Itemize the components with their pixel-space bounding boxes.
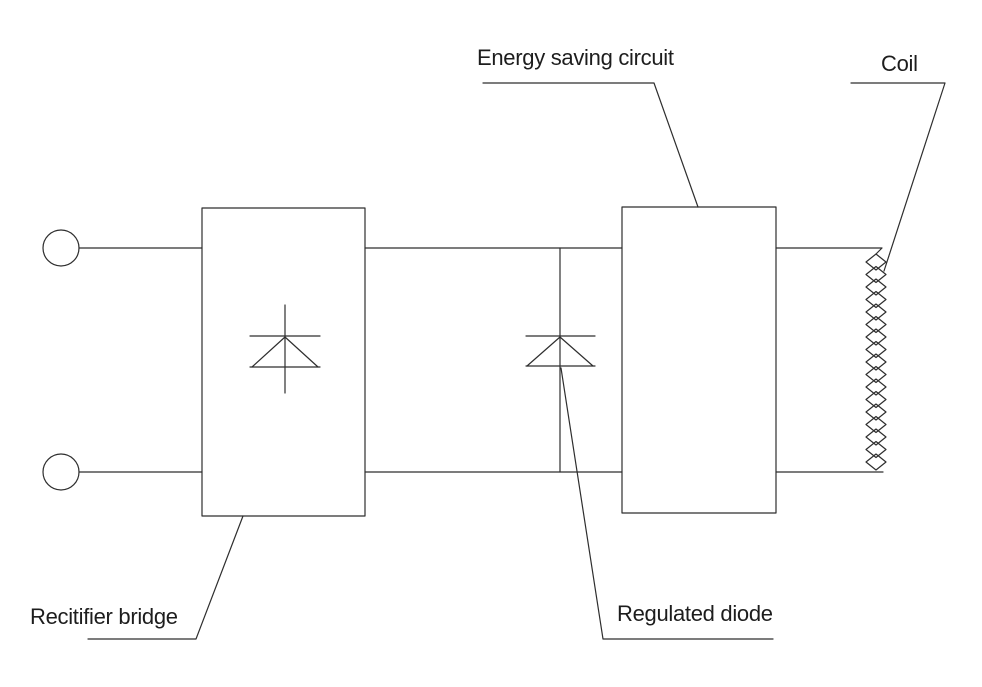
coil-turn bbox=[865, 365, 887, 384]
coil-turn bbox=[865, 428, 887, 446]
coil-turn bbox=[865, 390, 887, 409]
wire-top-right bbox=[775, 247, 883, 255]
leader-coil bbox=[850, 82, 946, 272]
rectifier-bridge-box bbox=[201, 207, 366, 517]
label-rectifier-bridge: Recitifier bridge bbox=[30, 604, 178, 629]
coil-turn bbox=[865, 378, 887, 396]
rectifier-diode-symbol bbox=[249, 304, 321, 394]
input-terminal-top-icon bbox=[42, 229, 80, 267]
label-regulated-diode: Regulated diode bbox=[617, 601, 773, 626]
coil-turn bbox=[865, 340, 887, 359]
coil-turn bbox=[865, 303, 887, 321]
coil-turn bbox=[865, 328, 887, 346]
label-coil: Coil bbox=[881, 51, 918, 76]
label-energy-saving-circuit: Energy saving circuit bbox=[477, 45, 674, 70]
regulated-diode-symbol bbox=[525, 247, 596, 473]
coil-turn bbox=[865, 278, 887, 296]
coil-turn bbox=[865, 290, 887, 309]
leader-energy-saving-circuit bbox=[482, 82, 699, 208]
energy-saving-circuit-box bbox=[621, 206, 777, 514]
coil-turn bbox=[865, 415, 887, 434]
coil-turn bbox=[865, 453, 887, 471]
input-terminal-bottom-icon bbox=[42, 453, 80, 491]
coil-turn bbox=[865, 403, 887, 421]
leader-regulated-diode bbox=[560, 367, 774, 640]
coil-turn bbox=[865, 353, 887, 371]
leader-rectifier-bridge bbox=[87, 515, 244, 640]
coil-winding bbox=[865, 253, 887, 471]
coil-turn bbox=[865, 265, 887, 284]
coil-turn bbox=[865, 253, 887, 271]
coil-turn bbox=[865, 440, 887, 459]
coil-turn bbox=[865, 315, 887, 334]
